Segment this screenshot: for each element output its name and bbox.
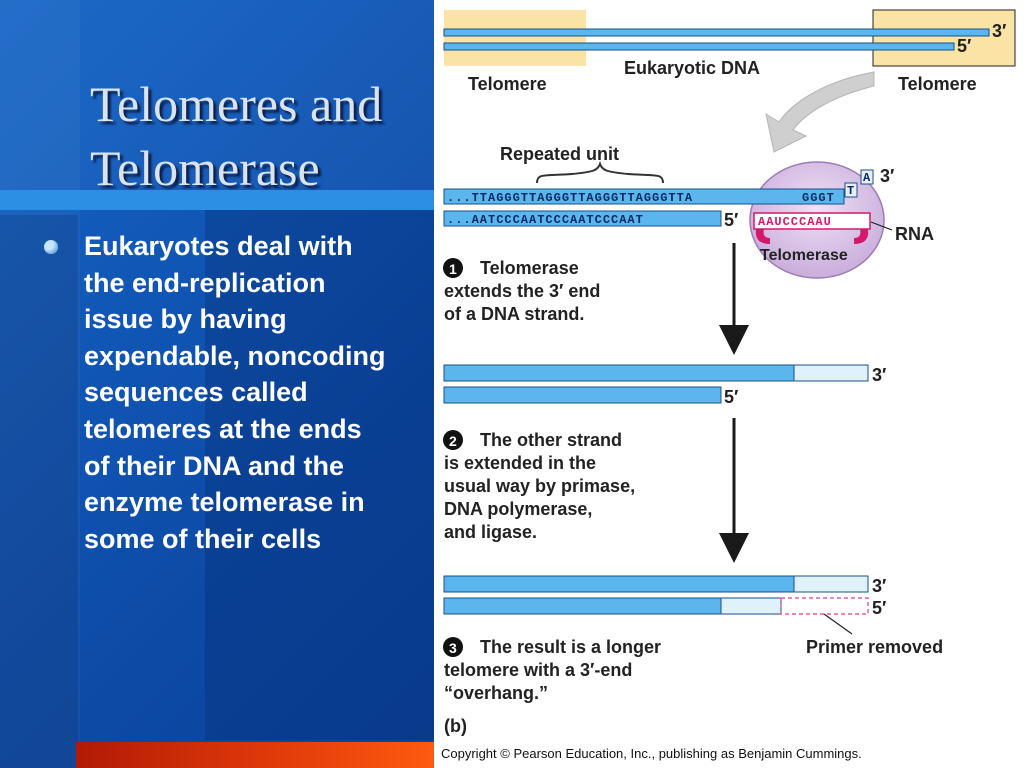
primer-removed-label: Primer removed	[806, 637, 943, 657]
step-1-number: 1	[449, 261, 457, 277]
primer-removed-region	[780, 597, 869, 615]
telomerase-label: Telomerase	[760, 247, 848, 264]
step-1-line-1: Telomerase	[480, 258, 579, 278]
background-panel	[0, 0, 80, 768]
strand-5prime-extension-step2	[720, 597, 782, 615]
step2-3prime-label: 3′	[872, 576, 886, 596]
sequence-top-extra-text: GGGT	[802, 191, 835, 205]
step-3-line-1: The result is a longer	[480, 637, 661, 657]
background-panel	[205, 210, 434, 740]
title-underline-bar	[0, 190, 434, 210]
bullet-text: Eukaryotes deal with the end-replication…	[84, 231, 386, 554]
repeated-unit-brace	[536, 160, 664, 184]
bullet-dot-icon	[44, 240, 58, 254]
step-2-line-1: The other strand	[480, 430, 622, 450]
step-1-line-3: of a DNA strand.	[444, 304, 584, 324]
zoom-arrow-icon	[765, 71, 875, 153]
step-2-line-2: is extended in the	[444, 453, 596, 473]
strand-3prime-extension-step1	[793, 364, 869, 382]
sequence-3prime-label: 3′	[880, 166, 894, 186]
primer-pointer-line	[823, 613, 853, 635]
top-3prime-label: 3′	[992, 21, 1006, 41]
nucleotide-t-text: T	[847, 184, 854, 198]
step-2-line-3: usual way by primase,	[444, 476, 635, 496]
slide-title: Telomeres and Telomerase	[90, 76, 383, 196]
rna-hook-right	[854, 229, 869, 244]
strand-5prime-after-step1	[443, 386, 722, 404]
step-3-line-3: “overhang.”	[444, 683, 548, 703]
background-panel	[0, 215, 78, 768]
sequence-top-text: ...TTAGGGTTAGGGTTAGGGTTAGGGTTA	[447, 191, 693, 205]
rna-template-text: AAUCCCAAU	[758, 215, 832, 229]
step-3-number: 3	[449, 640, 457, 656]
telomere-left-label: Telomere	[468, 74, 547, 94]
bullet-item: Eukaryotes deal with the end-replication…	[44, 228, 389, 557]
step-1-line-2: extends the 3′ end	[444, 281, 600, 301]
telomere-right-highlight	[872, 9, 1016, 67]
step-2-number: 2	[449, 433, 457, 449]
sequence-bottom-text: ...AATCCCAATCCCAATCCCAAT	[447, 213, 644, 227]
rna-hook-left	[755, 229, 770, 244]
top-5prime-label: 5′	[957, 36, 971, 56]
step-2-badge	[443, 430, 463, 450]
step-2-line-5: and ligase.	[444, 522, 537, 542]
dna-strand-bottom	[443, 42, 955, 51]
copyright-text: Copyright © Pearson Education, Inc., pub…	[441, 746, 862, 761]
nucleotide-t-box	[844, 182, 858, 198]
telomere-left-highlight	[444, 10, 586, 66]
sequence-strand-bottom	[443, 210, 722, 227]
sequence-5prime-label: 5′	[724, 210, 738, 230]
rna-template-box	[753, 212, 871, 230]
strand-3prime-after-step1	[443, 364, 795, 382]
step-1-badge	[443, 258, 463, 278]
step-3-line-2: telomere with a 3′-end	[444, 660, 632, 680]
telomerase-diagram: 3′ 5′ Telomere Eukaryotic DNA Telomere R…	[441, 9, 1016, 761]
nucleotide-a-box	[860, 169, 874, 185]
accent-bar	[76, 742, 434, 768]
step1-5prime-label: 5′	[724, 387, 738, 407]
telomere-right-label: Telomere	[898, 74, 977, 94]
strand-5prime-after-step2	[443, 597, 722, 615]
bullet-list: Eukaryotes deal with the end-replication…	[44, 228, 389, 557]
step1-3prime-label: 3′	[872, 365, 886, 385]
strand-3prime-extension-step2	[793, 575, 869, 593]
rna-label: RNA	[895, 224, 934, 244]
dna-strand-top	[443, 28, 990, 37]
step2-5prime-label: 5′	[872, 598, 886, 618]
strand-3prime-after-step2	[443, 575, 795, 593]
step-3-badge	[443, 637, 463, 657]
panel-label: (b)	[444, 716, 467, 736]
sequence-strand-top	[443, 188, 845, 205]
eukaryotic-dna-label: Eukaryotic DNA	[624, 58, 760, 78]
telomerase-figure: 3′ 5′ Telomere Eukaryotic DNA Telomere R…	[434, 0, 1024, 768]
nucleotide-a-text: A	[863, 171, 871, 185]
repeated-unit-label: Repeated unit	[500, 144, 619, 164]
rna-pointer-line	[870, 221, 893, 231]
step-2-line-4: DNA polymerase,	[444, 499, 592, 519]
